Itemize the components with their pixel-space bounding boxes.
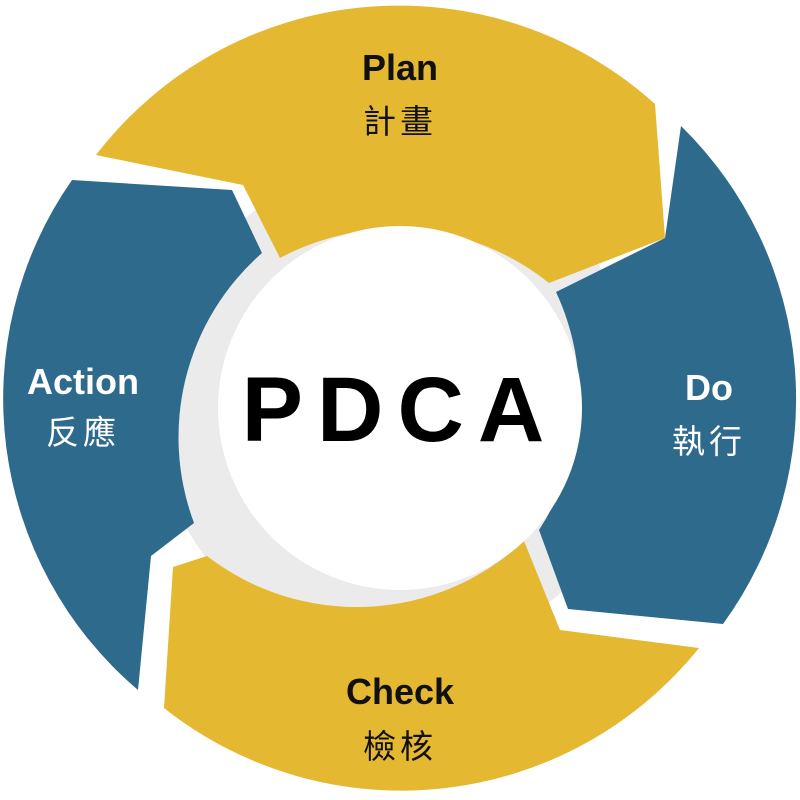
check-segment: [164, 541, 699, 791]
plan-label-en: Plan: [362, 47, 438, 88]
do-label-zh: 執行: [672, 422, 746, 461]
action-label-en: Action: [27, 361, 139, 402]
center-title: PDCA: [242, 359, 559, 461]
action-segment: [3, 180, 262, 690]
check-label-zh: 檢核: [363, 727, 437, 766]
plan-segment: [96, 5, 665, 283]
do-label-en: Do: [685, 367, 733, 408]
do-segment: [539, 126, 797, 624]
center-circle: [218, 226, 582, 590]
action-label-zh: 反應: [46, 413, 120, 452]
plan-label-zh: 計畫: [363, 102, 437, 141]
check-label-en: Check: [346, 671, 455, 712]
